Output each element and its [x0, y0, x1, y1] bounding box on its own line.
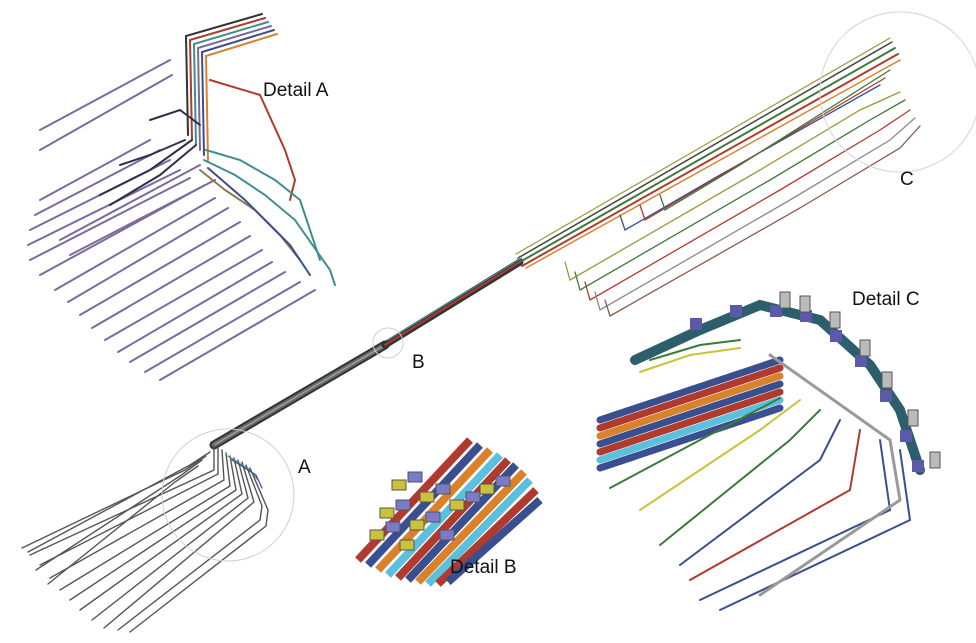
detail-c-fittings: [690, 291, 941, 472]
trunk-middle: [381, 257, 524, 349]
region-c-circle: [819, 11, 976, 173]
region-a-wires: [21, 444, 269, 633]
detail-c-wires: [609, 339, 912, 611]
label-detail-a: Detail A: [263, 80, 329, 101]
detail-c-drawing: [596, 291, 941, 611]
main-trunk: [209, 37, 921, 450]
detail-a-purple-wires: [27, 59, 316, 381]
trunk-upper-branches: [564, 69, 921, 317]
detail-c-bundle: [596, 356, 784, 472]
detail-b-connectors: [369, 471, 511, 551]
label-b: B: [412, 352, 425, 373]
region-a-accent-wires: [227, 455, 263, 489]
region-b-circle: [372, 327, 404, 359]
region-a: [21, 428, 295, 633]
region-a-circle: [161, 428, 295, 562]
detail-a-bundle: [184, 13, 278, 161]
detail-b-drawing: [355, 437, 543, 587]
detail-b-bundle: [355, 437, 543, 587]
trunk-upper: [515, 37, 901, 269]
trunk-lower: [209, 340, 390, 450]
detail-a-drawing: [27, 13, 336, 381]
label-detail-c: Detail C: [852, 289, 920, 310]
label-c: C: [900, 169, 914, 190]
label-detail-b: Detail B: [450, 557, 517, 578]
detail-a-dark-wires: [99, 108, 201, 206]
detail-a-loop-wires: [199, 79, 336, 286]
label-a: A: [298, 457, 311, 478]
